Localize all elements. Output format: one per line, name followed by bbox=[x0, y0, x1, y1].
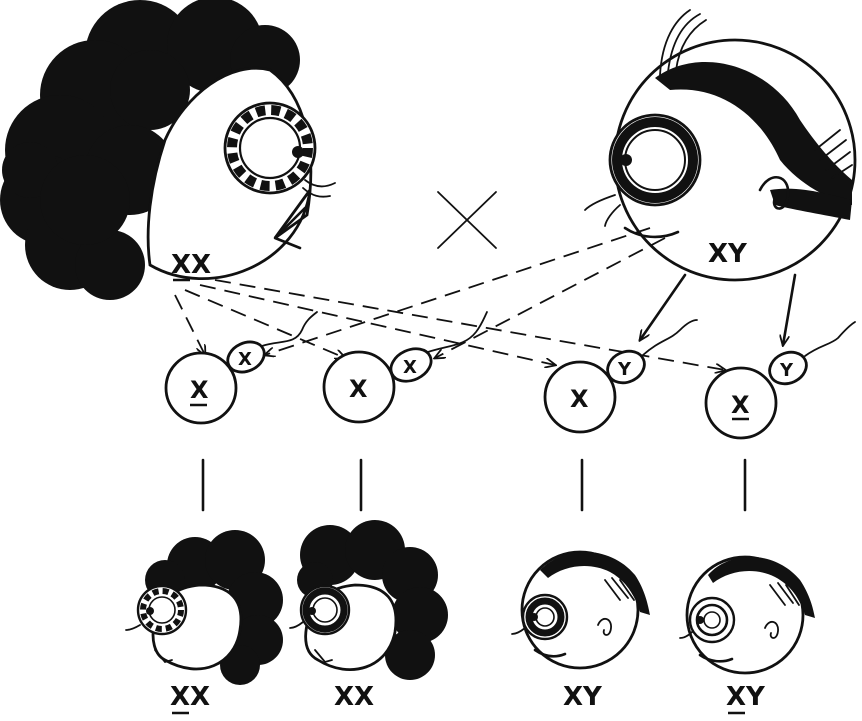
eye-icon bbox=[608, 113, 702, 207]
father-genotype-label: XY bbox=[708, 239, 748, 269]
svg-text:X: X bbox=[349, 375, 368, 403]
son-2-genotype-label: XY bbox=[726, 682, 766, 715]
cross-symbol bbox=[437, 191, 497, 249]
ear-icon bbox=[758, 176, 790, 210]
egg-icon: X bbox=[543, 360, 617, 434]
svg-text:X: X bbox=[731, 391, 750, 419]
sperm-icon: Y bbox=[606, 319, 698, 385]
eye-icon bbox=[136, 584, 188, 636]
son-1-genotype-label: XY bbox=[563, 682, 603, 712]
eye-icon bbox=[521, 593, 569, 641]
daughter-2-genotype-label: XX bbox=[334, 682, 374, 712]
mother-genotype-label: XX bbox=[171, 250, 211, 282]
eye-icon bbox=[299, 584, 351, 636]
father-head-icon bbox=[584, 9, 857, 282]
gamete-paths bbox=[174, 227, 797, 370]
lineage-lines bbox=[201, 458, 747, 512]
svg-text:X: X bbox=[570, 385, 589, 413]
son-head-icon bbox=[511, 550, 650, 670]
svg-text:XY: XY bbox=[726, 682, 766, 712]
eye-icon bbox=[223, 101, 317, 195]
egg-icon: X bbox=[164, 351, 238, 425]
daughter-1-genotype-label: XX bbox=[170, 682, 210, 715]
eye-icon bbox=[688, 596, 736, 644]
svg-text:Y: Y bbox=[779, 360, 794, 381]
egg-icon: X bbox=[322, 350, 396, 424]
svg-text:X: X bbox=[403, 357, 417, 378]
ear-icon bbox=[597, 618, 612, 636]
egg-icon: X bbox=[704, 366, 778, 440]
sperm-icon: Y bbox=[768, 321, 856, 386]
svg-text:X: X bbox=[190, 376, 209, 404]
daughter-head-icon bbox=[289, 520, 448, 680]
sperm-icon: X bbox=[226, 311, 318, 374]
svg-text:XX: XX bbox=[170, 682, 210, 712]
ear-icon bbox=[764, 621, 779, 639]
svg-text:XX: XX bbox=[171, 250, 211, 280]
svg-text:Y: Y bbox=[617, 359, 632, 380]
son-head-icon bbox=[679, 555, 815, 675]
svg-text:X: X bbox=[238, 349, 252, 370]
sperm-icon: X bbox=[389, 311, 488, 383]
daughter-head-icon bbox=[125, 530, 283, 685]
mother-head-icon bbox=[0, 0, 336, 300]
